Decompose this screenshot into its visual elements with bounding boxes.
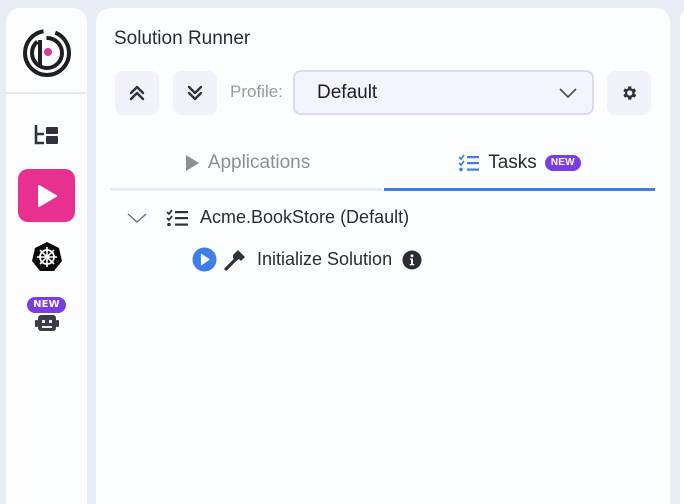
tree-item-task[interactable]: Initialize Solution [192, 247, 432, 272]
task-list-icon [458, 154, 480, 172]
hammer-icon [224, 249, 245, 271]
expand-all-icon [187, 85, 203, 101]
new-badge: NEW [27, 297, 66, 313]
tree-item-label: Acme.BookStore (Default) [200, 207, 410, 227]
info-icon[interactable] [402, 250, 422, 270]
sidebar: NEW [6, 8, 87, 504]
profile-label: Profile: [230, 82, 283, 101]
profile-selected-value: Default [317, 81, 378, 103]
active-tab-indicator [384, 188, 655, 191]
solution-runner-panel: Solution Runner Profile: Default [96, 8, 670, 504]
sidebar-item-kubernetes[interactable] [18, 230, 75, 283]
new-badge: NEW [544, 155, 581, 171]
sidebar-divider [6, 92, 87, 94]
tree-item-solution[interactable]: Acme.BookStore (Default) [126, 207, 419, 228]
panel-title: Solution Runner [114, 28, 251, 49]
sidebar-item-solution-explorer[interactable] [18, 108, 75, 161]
folder-tree-icon [34, 124, 58, 144]
chevron-down-icon [559, 88, 577, 99]
sidebar-item-solution-runner[interactable] [18, 169, 75, 222]
adjacent-panel [680, 8, 684, 504]
expand-all-button[interactable] [173, 71, 217, 115]
tab-applications[interactable]: Applications [110, 138, 384, 188]
tab-label: Tasks [488, 152, 537, 173]
task-list-icon [166, 208, 188, 226]
brand-logo-icon [22, 29, 71, 77]
tab-label: Applications [207, 152, 311, 173]
sidebar-item-ai-assistant[interactable]: NEW [18, 288, 75, 341]
robot-icon [34, 315, 59, 331]
kubernetes-helm-icon [31, 241, 62, 271]
play-icon [184, 154, 200, 172]
tab-underline [110, 188, 382, 191]
profile-settings-button[interactable] [607, 71, 651, 115]
logo[interactable] [6, 8, 87, 92]
collapse-all-icon [129, 85, 145, 101]
gear-icon [623, 86, 637, 100]
tab-tasks[interactable]: Tasks NEW [384, 138, 655, 188]
collapse-all-button[interactable] [115, 71, 159, 115]
tree-item-label: Initialize Solution [257, 249, 393, 269]
profile-select[interactable]: Default [293, 70, 594, 115]
play-icon [37, 184, 57, 207]
chevron-down-icon[interactable] [126, 210, 148, 226]
run-icon[interactable] [192, 247, 217, 272]
